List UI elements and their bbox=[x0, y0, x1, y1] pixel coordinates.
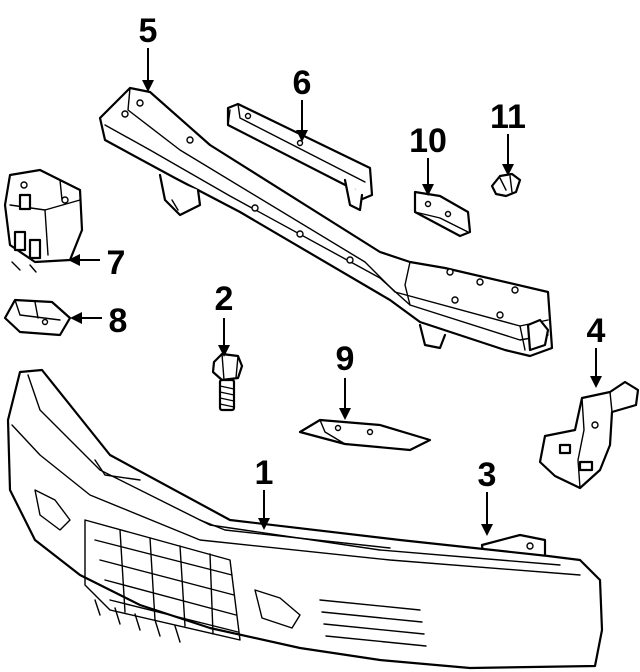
arrow-3 bbox=[481, 524, 493, 536]
part-5-reinforcement-beam[interactable] bbox=[98, 86, 554, 358]
arrow-4 bbox=[590, 376, 602, 388]
part-10-bracket[interactable] bbox=[413, 190, 472, 238]
callout-3: 3 bbox=[478, 456, 497, 494]
callout-4: 4 bbox=[587, 312, 606, 350]
arrow-10 bbox=[422, 184, 434, 196]
part-1-bumper-cover[interactable] bbox=[6, 368, 604, 670]
callout-11: 11 bbox=[490, 98, 526, 136]
part-8-small-bracket[interactable] bbox=[3, 298, 72, 337]
arrow-7 bbox=[68, 254, 80, 266]
part-11-clip[interactable] bbox=[490, 172, 522, 198]
callout-7: 7 bbox=[107, 244, 126, 282]
arrow-2 bbox=[218, 345, 230, 357]
arrow-5 bbox=[142, 80, 154, 92]
arrow-9 bbox=[339, 408, 351, 420]
part-2-bolt[interactable] bbox=[211, 352, 244, 412]
callout-9: 9 bbox=[336, 340, 355, 378]
arrow-6 bbox=[296, 130, 308, 142]
part-4-side-bracket[interactable] bbox=[538, 380, 640, 490]
callout-1: 1 bbox=[255, 454, 274, 492]
arrow-8 bbox=[70, 312, 82, 324]
callout-6: 6 bbox=[293, 64, 312, 102]
callout-8: 8 bbox=[109, 302, 128, 340]
part-7-mounting-bracket[interactable] bbox=[3, 168, 84, 273]
leader-lines bbox=[68, 48, 602, 536]
part-9-trim-strip[interactable] bbox=[298, 418, 432, 452]
arrow-11 bbox=[502, 164, 514, 176]
callout-5: 5 bbox=[139, 12, 158, 50]
part-6-absorber[interactable] bbox=[226, 102, 374, 212]
arrow-1 bbox=[258, 518, 270, 530]
callout-10: 10 bbox=[409, 122, 447, 160]
callout-2: 2 bbox=[215, 280, 234, 318]
callout-labels: 5 6 10 11 7 8 2 9 4 3 1 bbox=[107, 12, 606, 494]
